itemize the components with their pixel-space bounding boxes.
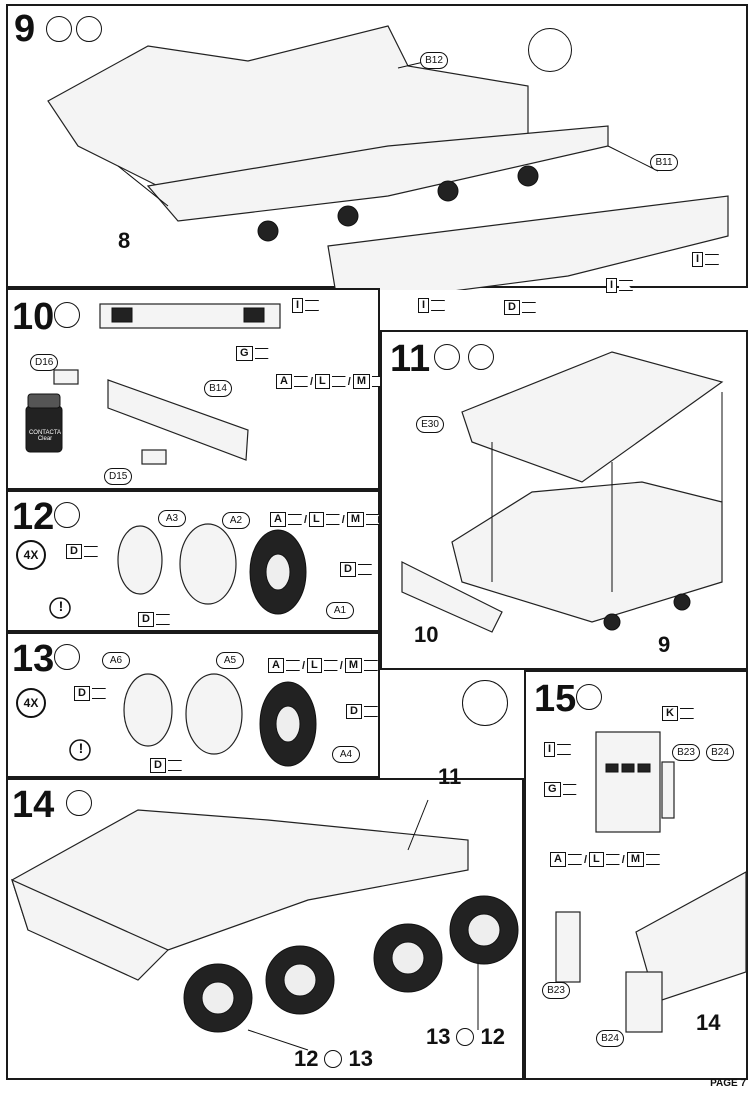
step-15-panel: 15 K I G B23 B24 A/ L/ M B23 B24 14 bbox=[524, 670, 748, 1080]
glue-tube-icon bbox=[66, 790, 92, 816]
warning-icon: ! bbox=[78, 740, 84, 756]
step-12-drawing bbox=[49, 523, 307, 619]
callout-E30: E30 bbox=[416, 416, 444, 433]
tag-I-3: I bbox=[692, 252, 720, 267]
tag-D-2: D bbox=[346, 704, 378, 719]
glue-tube-icon bbox=[54, 502, 80, 528]
glue-tube-icon bbox=[54, 302, 80, 328]
part-label-13: 13 bbox=[426, 1024, 451, 1049]
step-15-drawing bbox=[555, 731, 747, 1033]
tag-I-2: I bbox=[606, 278, 634, 293]
step-13-number: 13 bbox=[12, 638, 55, 680]
part-label-13: 13 bbox=[348, 1046, 373, 1071]
part-label-11: 11 bbox=[438, 764, 462, 789]
callout-D15: D15 bbox=[104, 468, 133, 485]
glue-tube-icon bbox=[46, 16, 72, 42]
tag-A-L-M: A/ L/ M bbox=[276, 374, 386, 389]
callout-A3: A3 bbox=[158, 510, 186, 527]
step-13-drawing bbox=[69, 673, 317, 767]
tag-D: D bbox=[504, 300, 536, 315]
drying-clock-icon bbox=[462, 680, 508, 726]
callout-B24: B24 bbox=[706, 744, 734, 761]
multiplier-badge: 4X bbox=[16, 688, 46, 718]
part-label-12: 12 bbox=[294, 1046, 319, 1071]
callout-A6: A6 bbox=[102, 652, 130, 669]
step-11-panel: 11 E30 10 9 bbox=[380, 330, 748, 670]
part-label-14: 14 bbox=[696, 1010, 721, 1035]
tag-D-1: D bbox=[74, 686, 106, 701]
tag-G: G bbox=[236, 346, 269, 361]
tag-D-3: D bbox=[150, 758, 182, 773]
tag-I: I bbox=[292, 298, 320, 313]
flip-part-icon bbox=[456, 1028, 475, 1046]
part-label-10: 10 bbox=[414, 622, 439, 647]
contacta-bottle-label: CONTACTA Clear bbox=[28, 430, 62, 442]
step-11-drawing bbox=[401, 351, 724, 633]
warning-icon: ! bbox=[58, 598, 64, 614]
part-label-12: 12 bbox=[480, 1024, 505, 1049]
callout-A1: A1 bbox=[326, 602, 354, 619]
step-10-drawing bbox=[25, 303, 281, 465]
paint-brush-icon bbox=[468, 344, 494, 370]
step-13-panel: 13 4X ! A6 A5 A4 A/ L/ M D D D bbox=[6, 632, 380, 778]
step-11-number: 11 bbox=[390, 338, 431, 380]
tag-I-1: I bbox=[418, 298, 446, 313]
step-12-number: 12 bbox=[12, 496, 55, 538]
step-9-drawing bbox=[47, 25, 729, 290]
step-14-number: 14 bbox=[12, 784, 55, 826]
step-10-number: 10 bbox=[12, 296, 55, 338]
tag-A-L-M: A/ L/ M bbox=[550, 852, 660, 867]
multiplier-badge: 4X bbox=[16, 540, 46, 570]
step-14-panel: 14 11 12 13 1 bbox=[6, 766, 524, 1080]
glue-tube-icon bbox=[576, 684, 602, 710]
step-14-wheel-labels-right: 13 12 bbox=[426, 1024, 505, 1050]
callout-B12: B12 bbox=[420, 52, 448, 69]
callout-B14: B14 bbox=[204, 380, 232, 397]
flip-part-icon bbox=[324, 1050, 343, 1068]
step-10-panel: 10 I G A/ L/ M D16 B14 D15 CONTACTA Clea… bbox=[6, 288, 386, 490]
tag-D-3: D bbox=[138, 612, 170, 627]
page-number: PAGE 7 bbox=[710, 1078, 746, 1089]
drying-clock-icon bbox=[528, 28, 572, 72]
step-9-panel: 9 B12 B11 8 I I I D bbox=[6, 4, 748, 315]
callout-B24-lower: B24 bbox=[596, 1030, 624, 1047]
glue-tube-icon bbox=[434, 344, 460, 370]
tag-D-2: D bbox=[340, 562, 372, 577]
part-label-9: 9 bbox=[658, 632, 671, 657]
callout-A2: A2 bbox=[222, 512, 250, 529]
tag-G: G bbox=[544, 782, 577, 797]
callout-A5: A5 bbox=[216, 652, 244, 669]
callout-D16: D16 bbox=[30, 354, 59, 371]
tag-I: I bbox=[544, 742, 572, 757]
glue-tube-icon bbox=[54, 644, 80, 670]
tag-A-L-M: A/ L/ M bbox=[270, 512, 380, 527]
step-14-wheel-labels-left: 12 13 bbox=[294, 1046, 373, 1072]
callout-B23: B23 bbox=[672, 744, 700, 761]
step-9-number: 9 bbox=[14, 8, 36, 50]
callout-B23-lower: B23 bbox=[542, 982, 570, 999]
callout-A4: A4 bbox=[332, 746, 360, 763]
tag-K: K bbox=[662, 706, 694, 721]
tag-A-L-M: A/ L/ M bbox=[268, 658, 378, 673]
paint-brush-icon bbox=[76, 16, 102, 42]
step-15-number: 15 bbox=[534, 678, 577, 720]
step-12-panel: 12 4X ! A3 A2 A1 A/ L/ M D D D bbox=[6, 490, 380, 632]
callout-B11: B11 bbox=[650, 154, 678, 171]
part-label-8: 8 bbox=[118, 228, 131, 253]
tag-D-1: D bbox=[66, 544, 98, 559]
step-14-drawing bbox=[11, 799, 519, 1051]
